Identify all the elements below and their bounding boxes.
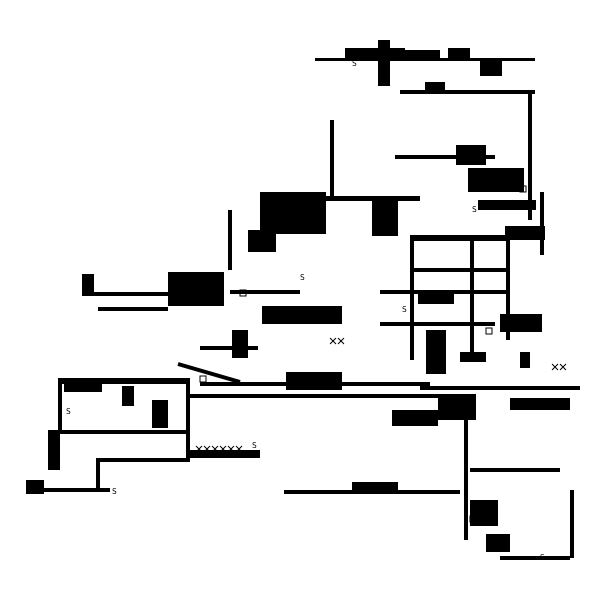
mid-rail (320, 196, 420, 201)
spawn-icon: S (472, 205, 477, 214)
crate-icon (551, 363, 559, 371)
bottom-top (470, 468, 560, 472)
center-lower-box2 (438, 394, 476, 420)
mesh-top (410, 235, 510, 241)
left-mass (260, 192, 326, 234)
spawn-icon: S (66, 407, 71, 416)
long-rail (400, 90, 535, 94)
center-mass (372, 200, 398, 236)
lower-top (58, 378, 190, 384)
mesh-row3 (380, 322, 495, 326)
mesh-right-block (500, 314, 542, 332)
center-lower-block (286, 372, 342, 390)
right-stack2 (478, 200, 536, 210)
rail-bump (425, 82, 445, 92)
lower-left-edge (58, 378, 62, 430)
spawn-icon: S (300, 273, 305, 282)
center-lower-box (392, 410, 438, 426)
top-pillar (378, 40, 390, 86)
crate-icon (219, 445, 227, 453)
crate-icon (559, 363, 567, 371)
right-column (528, 90, 532, 220)
left-big (168, 272, 224, 306)
left-grid (262, 306, 342, 324)
crate-icon (235, 445, 243, 453)
door-icon (199, 375, 207, 383)
maze-walls (26, 40, 580, 560)
upper-block (456, 145, 486, 165)
crate-icon (433, 409, 441, 417)
top-rail (315, 58, 535, 61)
right-stack3 (505, 226, 545, 240)
top-link (395, 50, 440, 58)
right-lower-block (510, 398, 570, 410)
door-icon (305, 209, 313, 217)
mesh-nub (520, 352, 530, 368)
door-icon (239, 289, 247, 297)
mesh-mid (470, 235, 474, 360)
upper-rail (395, 155, 495, 159)
bottom-drop (486, 534, 510, 552)
mesh-column (426, 330, 446, 374)
left-stack (248, 230, 276, 252)
mesh-row1 (410, 268, 510, 272)
door-icon (485, 327, 493, 335)
left-branch2 (98, 307, 168, 311)
top-right-block (448, 48, 470, 58)
right-vert (540, 192, 544, 255)
lower-corridor (26, 488, 110, 492)
lower-top-block (64, 378, 102, 392)
crate-icon (195, 445, 203, 453)
bottom-spine (464, 420, 468, 540)
spawn-icon: S (540, 553, 545, 562)
crate-icon (227, 445, 235, 453)
crate-icon (329, 337, 337, 345)
crate-icon (337, 337, 345, 345)
crate-icon (211, 445, 219, 453)
door-icon (519, 185, 527, 193)
lower-drop (96, 458, 100, 492)
bottom-right (570, 490, 574, 558)
spine-up (330, 120, 334, 200)
lower-nub (122, 386, 134, 406)
left-branch (90, 292, 168, 296)
top-block (345, 48, 405, 58)
bottom-block (352, 482, 398, 494)
lower-corridor2 (96, 458, 190, 462)
left-nub (82, 274, 94, 296)
start-icon: S (352, 59, 357, 68)
mesh-small (460, 352, 486, 362)
lower-nub2 (152, 400, 168, 428)
mesh-left (410, 235, 414, 360)
lower-mid (58, 430, 190, 434)
left-vert (228, 210, 232, 270)
spawn-icon: S (402, 305, 407, 314)
top-right-box (480, 58, 502, 76)
crate-icon (203, 445, 211, 453)
lower-right-edge (186, 378, 190, 460)
crate-icon (441, 409, 449, 417)
left-branch3 (200, 346, 258, 350)
lower-stub (48, 430, 60, 470)
center-lower-rail (190, 394, 460, 398)
lower-strip (190, 450, 260, 458)
spawn-icon: S (252, 441, 257, 450)
bottom-bottom (500, 556, 570, 560)
right-stack (468, 168, 524, 192)
mesh-block (418, 292, 454, 304)
diagonal-bridge (177, 362, 241, 384)
right-lower-rail (420, 386, 580, 390)
maze-marks: S S S S S S S S (66, 59, 567, 562)
mesh-right (506, 235, 510, 340)
door-icon (469, 515, 477, 523)
left-drop (232, 330, 248, 358)
spawn-icon: S (112, 487, 117, 496)
left-rail (230, 290, 300, 294)
